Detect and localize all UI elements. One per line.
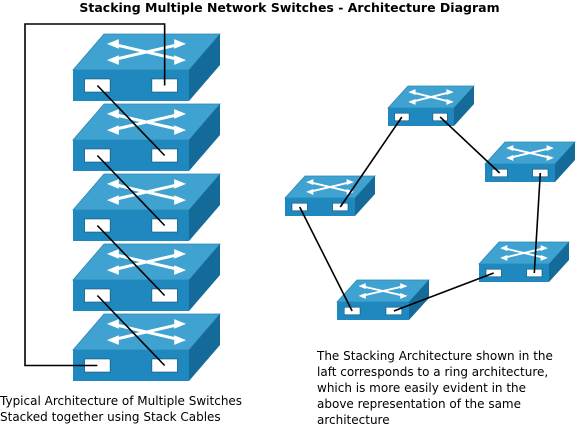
bidirectional-arrows-icon: [500, 245, 548, 261]
stack-port-right: [151, 358, 178, 373]
ring-cable: [393, 272, 494, 312]
bidirectional-arrows-icon: [106, 179, 187, 205]
network-switch-icon: [478, 241, 570, 282]
ring-cable: [298, 206, 353, 312]
network-switch-icon: [72, 173, 221, 241]
network-switch-icon: [72, 313, 221, 381]
stack-port-right: [151, 218, 178, 233]
bidirectional-arrows-icon: [106, 319, 187, 345]
ring-cable: [339, 116, 403, 208]
stack-port-right: [151, 148, 178, 163]
bidirectional-arrows-icon: [506, 145, 554, 161]
network-switch-icon: [484, 141, 576, 182]
stack-port-left: [343, 306, 361, 316]
network-switch-icon: [284, 175, 376, 216]
right-caption-line-2: laft corresponds to a ring architecture,: [317, 365, 549, 379]
left-caption-line-1: Typical Architecture of Multiple Switche…: [0, 394, 243, 408]
bidirectional-arrows-icon: [106, 39, 187, 65]
bidirectional-arrows-icon: [358, 283, 408, 299]
ring-cable: [533, 172, 542, 274]
right-caption-line-5: architecture: [317, 413, 390, 427]
right-caption: The Stacking Architecture shown in the l…: [317, 348, 577, 428]
network-switch-icon: [72, 33, 221, 101]
stack-port-left: [394, 112, 410, 122]
right-caption-line-3: which is more easily evident in the: [317, 381, 527, 395]
bidirectional-arrows-icon: [106, 109, 187, 135]
stack-cable: [96, 224, 166, 297]
right-caption-line-1: The Stacking Architecture shown in the: [317, 349, 553, 363]
bidirectional-arrows-icon: [408, 89, 454, 105]
left-caption: Typical Architecture of Multiple Switche…: [0, 393, 290, 425]
stack-cable: [96, 84, 166, 157]
diagram-title: Stacking Multiple Network Switches - Arc…: [79, 0, 500, 15]
bidirectional-arrows-icon: [106, 249, 187, 275]
network-switch-icon: [336, 279, 430, 320]
left-caption-line-2: Stacked together using Stack Cables: [0, 410, 221, 424]
stack-loopback-cable: [24, 23, 166, 367]
right-caption-line-4: above representation of the same: [317, 397, 521, 411]
network-switch-icon: [387, 85, 475, 126]
stack-cable: [96, 294, 166, 367]
stack-cable: [96, 154, 166, 227]
stack-port-right: [151, 288, 178, 303]
ring-cable: [439, 116, 501, 174]
